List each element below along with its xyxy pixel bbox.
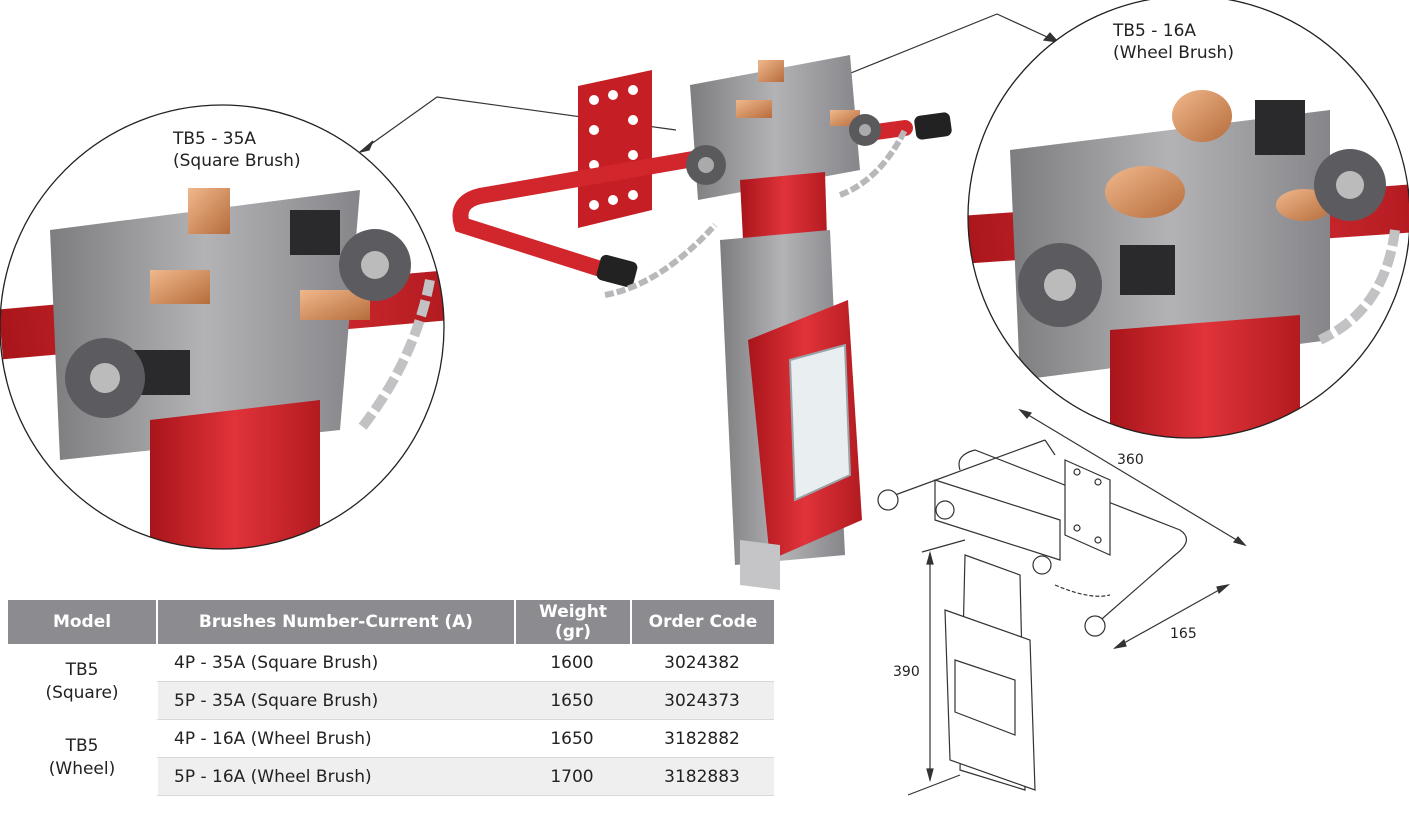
- weight-cell: 1700: [514, 757, 630, 796]
- weight-cell: 1600: [514, 644, 630, 681]
- callout-label-wheel-brush: TB5 - 16A (Wheel Brush): [1113, 21, 1234, 63]
- order-code-cell: 3024382: [630, 644, 774, 681]
- header-weight: Weight (gr): [514, 600, 630, 644]
- callout-label-square-brush: TB5 - 35A (Square Brush): [173, 129, 301, 171]
- dimension-height-label: 390: [893, 664, 920, 680]
- order-code-cell: 3182883: [630, 757, 774, 796]
- zoom-circle-square-brush: [0, 104, 445, 550]
- model-cell: TB5 (Square): [8, 644, 156, 720]
- spec-table: Model Brushes Number-Current (A) Weight …: [8, 600, 774, 796]
- table-row: 5P - 35A (Square Brush) 1650 3024373: [8, 681, 774, 720]
- table-row: TB5 (Square) 4P - 35A (Square Brush) 160…: [8, 644, 774, 720]
- header-order-code: Order Code: [630, 600, 774, 644]
- dimension-drawing: [877, 408, 1247, 796]
- weight-cell: 1650: [514, 681, 630, 720]
- dimension-width-label: 360: [1117, 452, 1144, 468]
- table-row: TB5 (Wheel) 4P - 16A (Wheel Brush) 1650 …: [8, 720, 774, 796]
- weight-cell: 1650: [514, 720, 630, 757]
- model-cell: TB5 (Wheel): [8, 720, 156, 796]
- brushes-cell: 4P - 35A (Square Brush): [156, 644, 514, 681]
- brushes-cell: 5P - 35A (Square Brush): [156, 681, 514, 720]
- header-brushes: Brushes Number-Current (A): [156, 600, 514, 644]
- center-collector-trolley: [452, 55, 952, 590]
- dimension-depth-label: 165: [1170, 626, 1197, 642]
- header-model: Model: [8, 600, 156, 644]
- callout-leader-right: [835, 13, 1060, 80]
- spec-table-header: Model Brushes Number-Current (A) Weight …: [8, 600, 774, 644]
- order-code-cell: 3182882: [630, 720, 774, 757]
- order-code-cell: 3024373: [630, 681, 774, 720]
- brushes-cell: 5P - 16A (Wheel Brush): [156, 757, 514, 796]
- zoom-circle-wheel-brush: [967, 0, 1409, 439]
- brushes-cell: 4P - 16A (Wheel Brush): [156, 720, 514, 757]
- table-row: 5P - 16A (Wheel Brush) 1700 3182883: [8, 757, 774, 796]
